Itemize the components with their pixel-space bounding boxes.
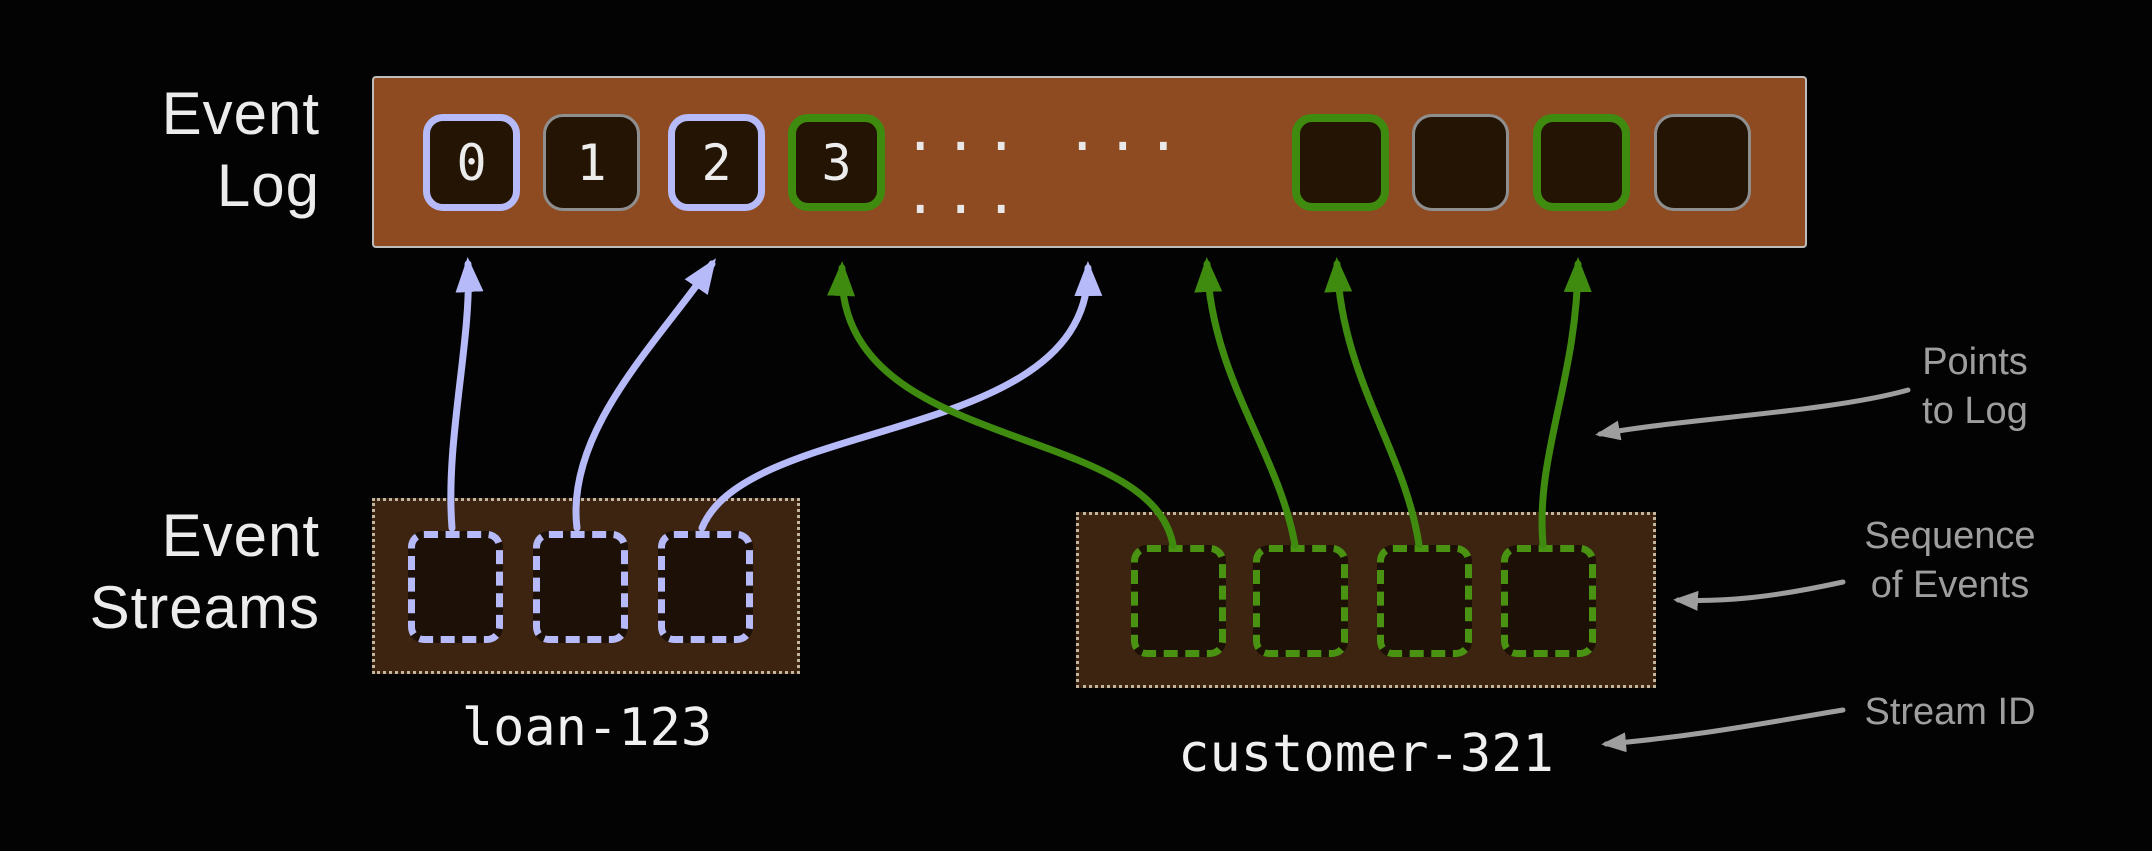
arrow-loan0-to-log0 [447, 257, 484, 532]
arrow-note-points-to-log [1595, 387, 1911, 441]
annotation-stream-id: Stream ID [1845, 688, 2055, 737]
customer-event-3 [1501, 545, 1596, 657]
arrow-customer1-to-ellipsis [1194, 257, 1299, 549]
stream-box-loan-123 [372, 498, 800, 674]
log-cell-3-label: 3 [821, 133, 852, 192]
log-cell-0-label: 0 [456, 133, 487, 192]
annotation-points-line2: to Log [1922, 390, 2028, 433]
loan-event-0 [408, 531, 503, 643]
log-cell-2-label: 2 [701, 133, 732, 192]
customer-event-2 [1377, 545, 1472, 657]
customer-event-0 [1131, 545, 1226, 657]
event-log-title-line2: Log [216, 152, 320, 219]
annotation-streamid-line1: Stream ID [1864, 691, 2036, 733]
annotation-points-to-log: Points to Log [1890, 338, 2060, 437]
annotation-sequence-of-events: Sequence of Events [1845, 512, 2055, 611]
arrow-note-sequence-of-events [1673, 579, 1846, 611]
log-cell-4 [1292, 114, 1389, 211]
annotation-sequence-line2: of Events [1870, 564, 2030, 607]
arrow-loan2-to-ellipsis [698, 261, 1103, 532]
arrow-customer2-to-log4 [1324, 257, 1423, 549]
customer-event-1 [1253, 545, 1348, 657]
event-log-title-line1: Event [161, 80, 320, 147]
arrow-note-stream-id [1601, 707, 1846, 753]
log-cell-1: 1 [543, 114, 640, 211]
event-streams-title-line2: Streams [89, 574, 320, 641]
loan-event-1 [533, 531, 628, 643]
event-streams-title: Event Streams [20, 500, 320, 644]
arrow-customer0-to-log3 [827, 261, 1177, 549]
log-cell-0: 0 [423, 114, 520, 211]
arrow-loan1-to-log2 [572, 258, 716, 532]
log-cell-6 [1533, 114, 1630, 211]
event-log-title: Event Log [60, 78, 320, 222]
log-cell-3: 3 [788, 114, 885, 211]
loan-event-2 [658, 531, 753, 643]
event-log-bar: 0 1 2 3 ... ... ... [372, 76, 1807, 248]
stream-id-loan: loan-123 [461, 698, 713, 758]
arrow-customer3-to-log6 [1538, 257, 1592, 549]
annotation-sequence-line1: Sequence [1864, 515, 2036, 557]
stream-box-customer-321 [1076, 512, 1656, 688]
annotation-points-line1: Points [1922, 341, 2028, 383]
event-streams-title-line1: Event [161, 502, 320, 569]
log-cell-1-label: 1 [576, 133, 607, 192]
log-ellipsis: ... ... ... [904, 99, 1188, 226]
log-cell-2: 2 [668, 114, 765, 211]
log-cell-7 [1654, 114, 1751, 211]
log-cell-5 [1412, 114, 1509, 211]
stream-id-customer: customer-321 [1178, 724, 1554, 784]
